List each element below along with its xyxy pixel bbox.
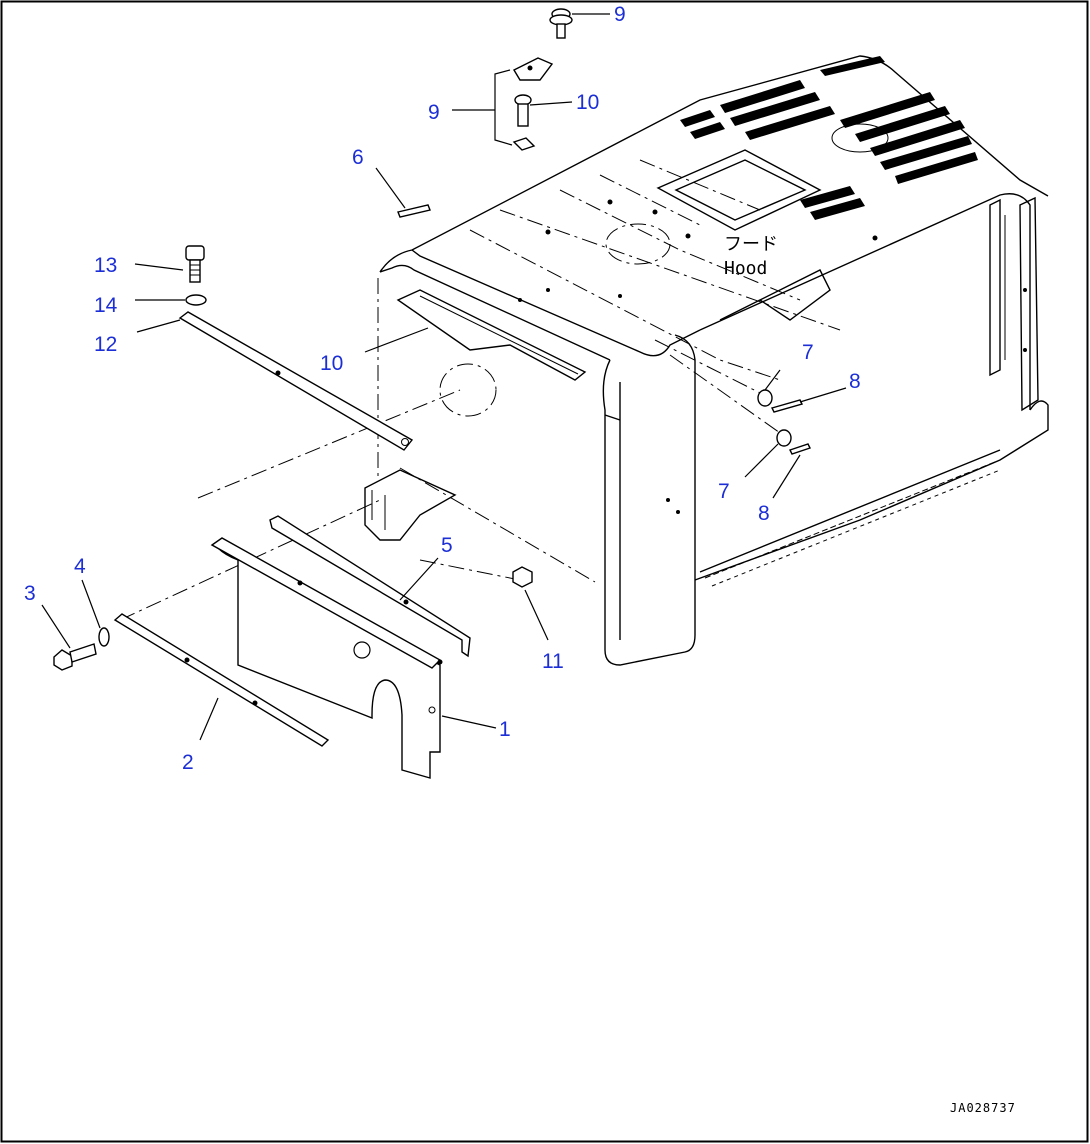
hood-assembly — [119, 55, 1049, 666]
part-3-bolt — [53, 643, 97, 671]
callout-12: 10 — [576, 91, 599, 114]
part-6-pin — [397, 204, 431, 218]
callout-13: 11 — [542, 650, 564, 673]
callout-14: 12 — [94, 333, 117, 356]
callout-15: 13 — [94, 254, 117, 277]
callout-4: 4 — [74, 555, 86, 578]
part-7-washer-a — [757, 389, 773, 407]
part-8-pin-a — [770, 399, 804, 413]
callout-7b: 7 — [718, 480, 730, 503]
callout-16: 14 — [94, 294, 118, 317]
part-13-nut — [512, 566, 533, 588]
callout-8b: 8 — [758, 502, 770, 525]
part-9-clip — [512, 57, 554, 151]
hood-label-en: Hood — [724, 258, 767, 279]
callout-7a: 7 — [802, 341, 814, 364]
callout-3: 3 — [24, 582, 36, 605]
part-7-washer-b — [776, 429, 792, 447]
part-16-washer — [185, 294, 207, 306]
vent-grille — [680, 56, 978, 220]
callout-1: 1 — [499, 718, 511, 741]
drawing-code: JA028737 — [950, 1101, 1016, 1115]
part-2-bar — [113, 613, 330, 747]
callout-6: 6 — [352, 146, 364, 169]
part-11-bolt — [549, 8, 573, 39]
part-15-bolt — [185, 245, 205, 283]
callout-8a: 8 — [849, 370, 861, 393]
callout-5: 5 — [441, 534, 453, 557]
callout-9: 9 — [428, 101, 440, 124]
callout-2: 2 — [182, 751, 194, 774]
leader-lines — [41, 13, 847, 741]
part-14-bar — [178, 311, 414, 451]
callout-11: 9 — [614, 3, 626, 26]
part-1-cover-plate — [210, 537, 442, 779]
part-4-washer — [98, 627, 110, 647]
hood-label-jp: フード — [724, 234, 778, 255]
part-8-pin-b — [789, 443, 811, 455]
callout-10: 10 — [320, 352, 343, 375]
part-5-rail — [269, 515, 471, 665]
